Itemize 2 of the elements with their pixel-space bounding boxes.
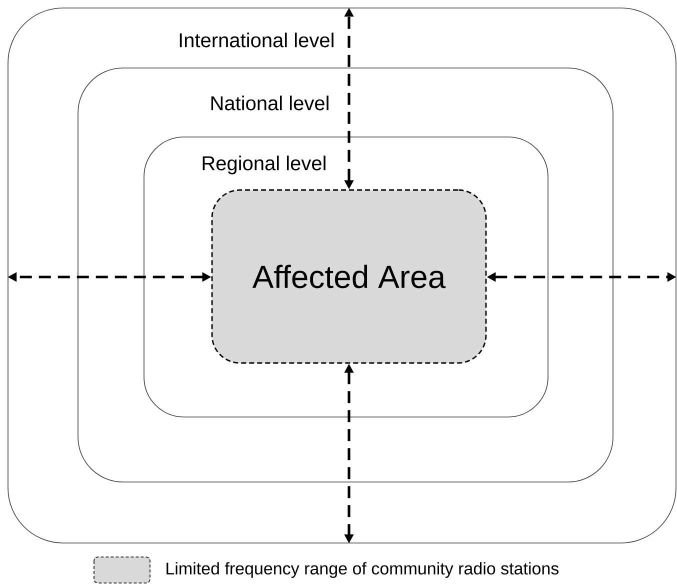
affected-area-box: Affected Area [211, 189, 487, 364]
legend-text: Limited frequency range of community radio stations [166, 562, 559, 578]
